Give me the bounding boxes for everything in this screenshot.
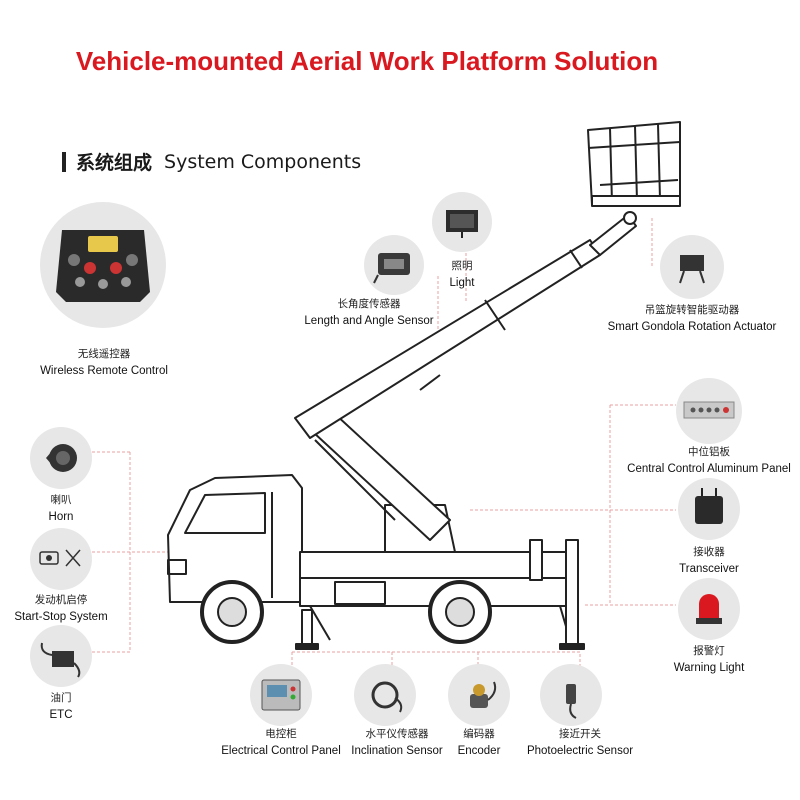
label-cn: 喇叭 xyxy=(50,494,72,506)
label-cn: 报警灯 xyxy=(693,645,725,657)
angle-sensor-image xyxy=(364,235,424,295)
label-cn: 油门 xyxy=(50,692,72,704)
label-cn: 中位铝板 xyxy=(688,446,730,458)
truck-bed xyxy=(299,551,571,579)
electrical-panel-image xyxy=(250,664,312,726)
label-cn: 电控柜 xyxy=(265,728,297,740)
label-cn: 水平仪传感器 xyxy=(365,728,429,740)
label-horn: 喇叭 Horn xyxy=(30,492,92,526)
label-en: Photoelectric Sensor xyxy=(526,745,634,757)
label-photoelectric-sensor: 接近开关 Photoelectric Sensor xyxy=(512,726,648,760)
label-length-angle: 长角度传感器 Length and Angle Sensor xyxy=(294,296,444,330)
label-inclination-sensor: 水平仪传感器 Inclination Sensor xyxy=(338,726,456,760)
label-en: Smart Gondola Rotation Actuator xyxy=(607,321,777,333)
light-image xyxy=(432,192,492,252)
label-transceiver: 接收器 Transceiver xyxy=(666,544,752,578)
horn-image xyxy=(30,427,92,489)
start-stop-image xyxy=(30,528,92,590)
warning-light-image xyxy=(678,578,740,640)
label-cn: 吊篮旋转智能驱动器 xyxy=(644,304,740,316)
label-light: 照明 Light xyxy=(432,258,492,292)
label-electrical-panel: 电控柜 Electrical Control Panel xyxy=(214,726,348,760)
label-cn: 接近开关 xyxy=(559,728,601,740)
inclination-sensor-image xyxy=(354,664,416,726)
label-cn: 长角度传感器 xyxy=(337,298,401,310)
remote-control-image xyxy=(40,202,166,328)
rotation-actuator-image xyxy=(660,235,724,299)
etc-image xyxy=(30,625,92,687)
transceiver-image xyxy=(678,478,740,540)
label-en: Encoder xyxy=(457,745,501,757)
label-en: Length and Angle Sensor xyxy=(304,315,434,327)
label-cn: 无线遥控器 xyxy=(77,348,131,360)
label-cn: 发动机启停 xyxy=(34,594,88,606)
label-en: Light xyxy=(449,277,475,289)
label-aluminum-panel: 中位铝板 Central Control Aluminum Panel xyxy=(626,444,792,478)
label-en: ETC xyxy=(49,709,73,721)
heading-bar xyxy=(62,151,66,172)
label-en: Wireless Remote Control xyxy=(40,365,168,377)
label-wireless-remote: 无线遥控器 Wireless Remote Control xyxy=(14,346,194,380)
label-en: Horn xyxy=(48,511,74,523)
label-start-stop: 发动机启停 Start-Stop System xyxy=(6,592,116,626)
label-en: Electrical Control Panel xyxy=(221,745,341,757)
label-encoder: 编码器 Encoder xyxy=(440,726,518,760)
photoelectric-sensor-image xyxy=(540,664,602,726)
label-rotation-actuator: 吊篮旋转智能驱动器 Smart Gondola Rotation Actuato… xyxy=(604,302,780,336)
label-cn: 编码器 xyxy=(463,728,495,740)
label-en: Inclination Sensor xyxy=(351,745,443,757)
encoder-image xyxy=(448,664,510,726)
label-warning-light: 报警灯 Warning Light xyxy=(660,643,758,677)
section-heading-cn: 系统组成 xyxy=(76,152,153,174)
section-heading: 系统组成 System Components xyxy=(62,148,361,175)
platform-basket xyxy=(587,121,681,206)
label-en: Warning Light xyxy=(673,662,745,674)
label-cn: 接收器 xyxy=(693,546,725,558)
section-heading-en: System Components xyxy=(164,150,362,173)
label-etc: 油门 ETC xyxy=(30,690,92,724)
label-en: Transceiver xyxy=(679,563,739,575)
aluminum-panel-image xyxy=(676,378,742,444)
label-en: Central Control Aluminum Panel xyxy=(627,463,791,475)
page-title: Vehicle-mounted Aerial Work Platform Sol… xyxy=(75,46,659,76)
label-cn: 照明 xyxy=(451,260,473,272)
label-en: Start-Stop System xyxy=(14,611,108,623)
